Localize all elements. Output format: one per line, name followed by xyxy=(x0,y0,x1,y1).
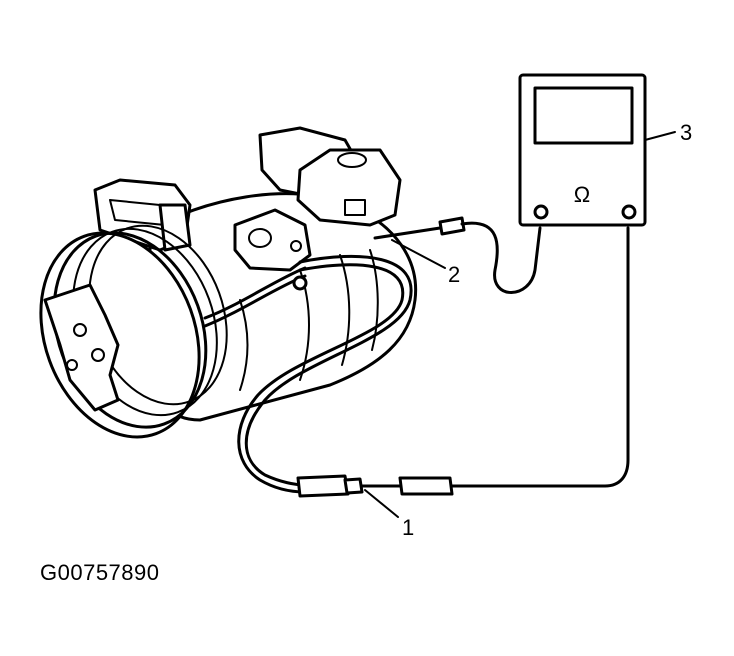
test-lead-upper xyxy=(373,216,542,294)
ac-compressor-icon xyxy=(39,126,418,439)
callout-1: 1 xyxy=(402,515,414,540)
ohmmeter-icon: Ω xyxy=(518,73,647,227)
ohm-symbol: Ω xyxy=(574,182,590,207)
harness-wire xyxy=(237,254,413,494)
callout-3: 3 xyxy=(680,120,692,145)
figure-id: G00757890 xyxy=(40,560,160,585)
connector-1 xyxy=(296,226,630,498)
callout-2: 2 xyxy=(448,262,460,287)
